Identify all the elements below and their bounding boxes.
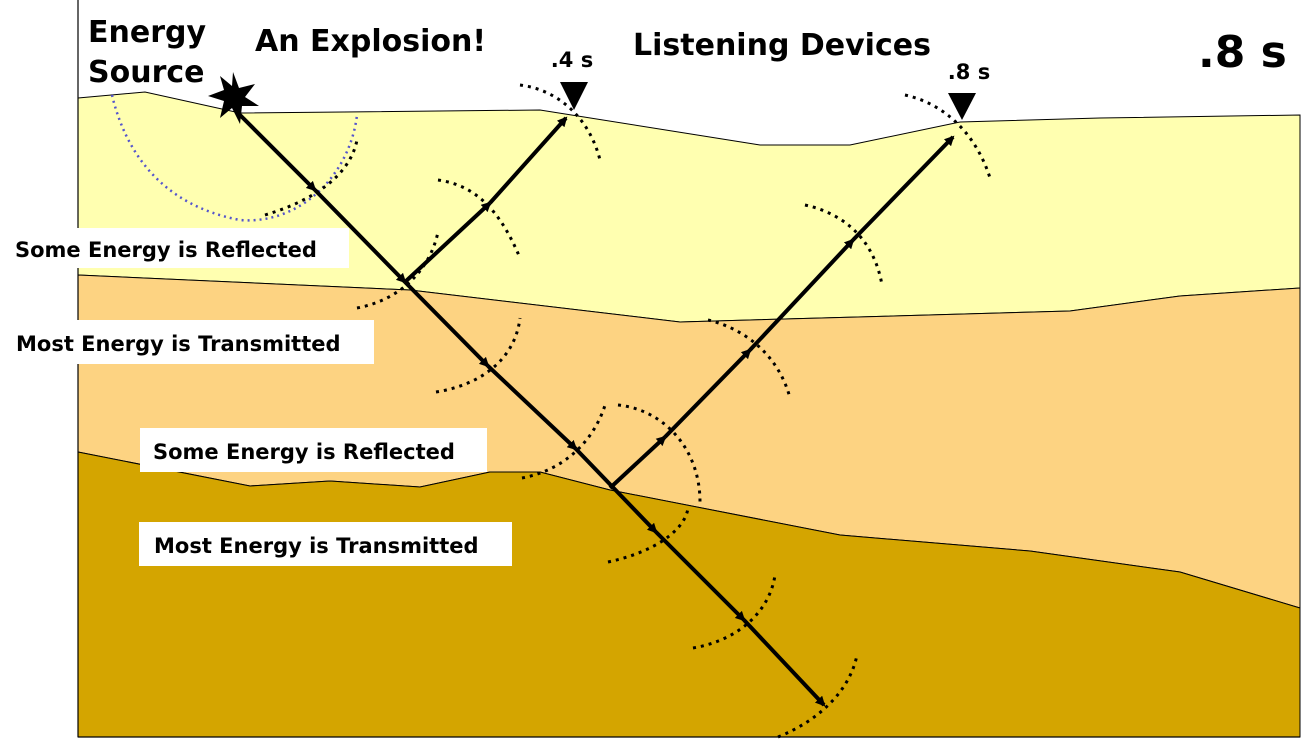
wavefront <box>692 574 777 650</box>
callout-reflected-2-box <box>140 428 487 472</box>
explosion-icon <box>208 72 259 124</box>
ray-down-3 <box>403 280 490 368</box>
ray-up-3 <box>608 435 667 490</box>
receiver-icon-2 <box>948 93 976 120</box>
receiver-icon-1 <box>560 82 588 110</box>
ray-down-6 <box>654 530 746 622</box>
energy-source-label-line2: Source <box>88 55 205 90</box>
listening-devices-label: Listening Devices <box>633 28 931 63</box>
ray-up-6 <box>851 135 955 242</box>
source-wavefront <box>110 94 359 222</box>
ray-up-2 <box>488 116 568 205</box>
ray-up-4 <box>663 348 752 439</box>
receiver-label-1: .4 s <box>551 48 593 72</box>
wavefront <box>777 654 859 739</box>
wavefront <box>804 203 884 286</box>
ray-down-5 <box>574 447 658 534</box>
callout-transmitted-2-box <box>139 522 512 566</box>
wavefronts <box>264 83 992 739</box>
receiver-label-2: .8 s <box>948 60 990 84</box>
elapsed-time-label: .8 s <box>1198 27 1287 78</box>
wavefront <box>519 83 602 161</box>
energy-source-label-line1: Energy <box>88 15 206 50</box>
ray-up-5 <box>748 238 855 352</box>
callout-transmitted-2: Most Energy is Transmitted <box>154 534 479 558</box>
ray-up-1 <box>403 201 492 284</box>
ray-down-2 <box>313 188 407 284</box>
wavefront <box>617 403 702 503</box>
ray-down-4 <box>486 364 578 451</box>
wavefront <box>707 318 792 399</box>
explosion-label: An Explosion! <box>255 24 486 59</box>
wavefront <box>521 401 608 480</box>
ray-down-7 <box>742 618 826 707</box>
ray-paths <box>233 108 955 707</box>
callout-reflected-2: Some Energy is Reflected <box>153 440 455 464</box>
callout-transmitted-1: Most Energy is Transmitted <box>16 332 341 356</box>
wavefront <box>356 231 440 310</box>
callout-transmitted-1-box <box>0 320 374 364</box>
wavefront <box>264 139 359 217</box>
ray-down-1 <box>233 108 317 192</box>
callout-reflected-1: Some Energy is Reflected <box>15 238 317 262</box>
callout-reflected-1-box <box>0 228 349 268</box>
